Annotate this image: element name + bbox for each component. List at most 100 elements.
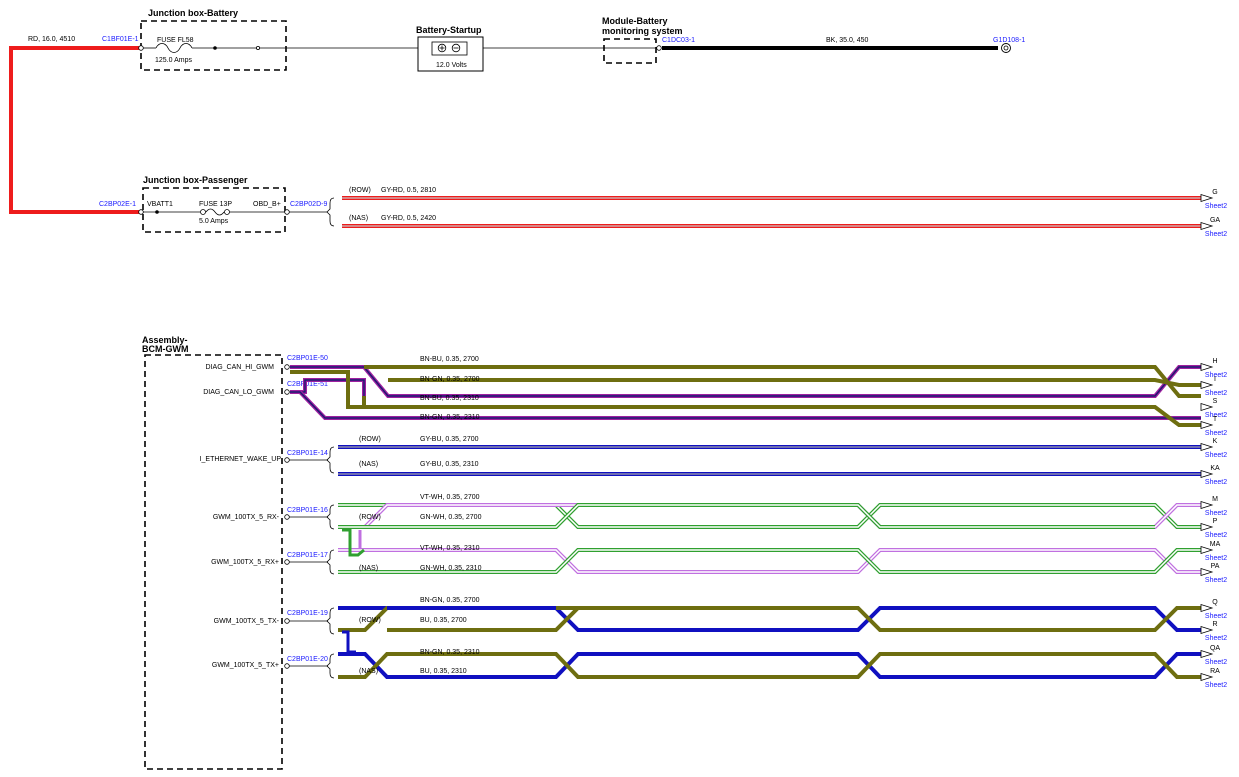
off-page-arrow-icon[interactable]	[1200, 420, 1214, 430]
jb-battery-title: Junction box-Battery	[148, 8, 238, 18]
sheet-ref-id: G	[1212, 189, 1217, 196]
bcm-gwm-title-1: Assembly-	[142, 335, 188, 345]
sheet-ref-id: S	[1213, 398, 1218, 405]
sheet-ref-link[interactable]: Sheet2	[1205, 231, 1227, 238]
off-page-arrow-icon[interactable]	[1200, 545, 1214, 555]
off-page-arrow-icon[interactable]	[1200, 402, 1214, 412]
sheet-ref-id: QA	[1210, 645, 1220, 652]
variant-row-2: (ROW)	[359, 436, 381, 443]
off-page-arrow-icon[interactable]	[1200, 522, 1214, 532]
sheet-ref-link[interactable]: Sheet2	[1205, 452, 1227, 459]
sheet-ref-link[interactable]: Sheet2	[1205, 479, 1227, 486]
variant-nas-4: (NAS)	[359, 668, 378, 675]
off-page-arrow-icon[interactable]	[1200, 672, 1214, 682]
sheet-ref-id: K	[1213, 438, 1218, 445]
sheet-ref-link[interactable]: Sheet2	[1205, 510, 1227, 517]
wire-label-gyrd1: GY-RD, 0.5, 2810	[381, 187, 436, 194]
module-battery-title-1: Module-Battery	[602, 16, 668, 26]
off-page-arrow-icon[interactable]	[1200, 221, 1214, 231]
module-battery-monitoring: Module-Battery monitoring system C1DC03-…	[602, 16, 1025, 64]
wire-label-rd: RD, 16.0, 4510	[28, 36, 75, 43]
battery-terminal-minus-icon	[451, 43, 461, 53]
off-page-arrow-icon[interactable]	[1200, 649, 1214, 659]
off-page-arrow-icon[interactable]	[1200, 193, 1214, 203]
off-page-arrow-icon[interactable]	[1200, 380, 1214, 390]
fuse-fl58-label: FUSE FL58	[157, 37, 194, 44]
connector-pin-ref: C2BP01E-14	[287, 450, 328, 457]
sheet-ref-link[interactable]: Sheet2	[1205, 372, 1227, 379]
connector-c1dc03: C1DC03-1	[662, 37, 695, 44]
connector-pin-ref: C2BP01E-51	[287, 381, 328, 388]
wire-label-bngn3: BN-GN, 0.35, 2700	[420, 597, 480, 604]
wire-label-bnbu1: BN-BU, 0.35, 2700	[420, 356, 479, 363]
off-page-arrow-icon[interactable]	[1200, 362, 1214, 372]
sheet-ref-link[interactable]: Sheet2	[1205, 390, 1227, 397]
ethernet-rx-wires: VT-WH, 0.35, 2700 (ROW) GN-WH, 0.35, 270…	[289, 494, 1201, 575]
sheet-ref-link[interactable]: Sheet2	[1205, 203, 1227, 210]
off-page-arrow-icon[interactable]	[1200, 567, 1214, 577]
connector-pin-ref: C2BP01E-16	[287, 507, 328, 514]
variant-row-4: (ROW)	[359, 617, 381, 624]
wire-label-bngn4: BN-GN, 0.35, 2310	[420, 649, 480, 656]
pin-label: GWM_100TX_5_TX-	[214, 618, 280, 625]
connector-c2bp02e: C2BP02E-1	[99, 201, 136, 208]
sheet-ref-id: KA	[1210, 465, 1220, 472]
sheet-ref-link[interactable]: Sheet2	[1205, 412, 1227, 419]
assembly-bcm-gwm: Assembly- BCM-GWM DIAG_CAN_HI_GWM DIAG_C…	[142, 335, 328, 770]
pin-label: GWM_100TX_5_RX-	[213, 514, 280, 521]
can-wires: BN-BU, 0.35, 2700 BN-GN, 0.35, 2700 BN-B…	[290, 356, 1201, 427]
connector-pin-ref: C2BP01E-17	[287, 552, 328, 559]
fuse-icon	[155, 43, 193, 53]
wire-label-bk: BK, 35.0, 450	[826, 37, 869, 44]
wire-gy-rd-row: (ROW) GY-RD, 0.5, 2810	[342, 187, 1201, 200]
sheet-ref-link[interactable]: Sheet2	[1205, 659, 1227, 666]
pin-label: I_ETHERNET_WAKE_UP	[200, 456, 282, 463]
wire-label-gnwh2: GN-WH, 0.35, 2310	[420, 565, 482, 572]
module-battery-title-2: monitoring system	[602, 26, 683, 36]
sheet-ref-id: T	[1213, 416, 1218, 423]
fuse-fl58-rating: 125.0 Amps	[155, 57, 192, 64]
connector-pin	[138, 45, 144, 51]
jb-passenger-title: Junction box-Passenger	[143, 175, 248, 185]
junction-box-passenger: Junction box-Passenger C2BP02E-1 VBATT1 …	[99, 175, 335, 233]
sheet-ref-id: R	[1212, 621, 1217, 628]
wire-label-bu1: BU, 0.35, 2700	[420, 617, 467, 624]
pin-obd-b: OBD_B+	[253, 201, 281, 208]
fuse-13p-icon	[200, 209, 206, 215]
junction-box-battery: Junction box-Battery C1BF01E-1 FUSE FL58…	[102, 8, 660, 71]
sheet-ref-link[interactable]: Sheet2	[1205, 613, 1227, 620]
battery-startup: Battery-Startup 12.0 Volts	[416, 25, 484, 72]
sheet-ref-link[interactable]: Sheet2	[1205, 635, 1227, 642]
off-page-arrow-icon[interactable]	[1200, 469, 1214, 479]
wire-label-gyrd2: GY-RD, 0.5, 2420	[381, 215, 436, 222]
sheet-ref-id: PA	[1211, 563, 1220, 570]
sheet-ref-link[interactable]: Sheet2	[1205, 555, 1227, 562]
wire-label-bu2: BU, 0.35, 2310	[420, 668, 467, 675]
variant-row-3: (ROW)	[359, 514, 381, 521]
sheet-ref-link[interactable]: Sheet2	[1205, 532, 1227, 539]
off-page-arrow-icon[interactable]	[1200, 625, 1214, 635]
wire-label-bngn2: BN-GN, 0.35, 2310	[420, 414, 480, 421]
connector-pin-ref: C2BP01E-20	[287, 656, 328, 663]
sheet-ref-link[interactable]: Sheet2	[1205, 682, 1227, 689]
wire-label-bngn1: BN-GN, 0.35, 2700	[420, 376, 480, 383]
off-page-arrow-icon[interactable]	[1200, 500, 1214, 510]
bcm-gwm-title-2: BCM-GWM	[142, 344, 189, 354]
connector-g1d108: G1D108-1	[993, 37, 1025, 44]
pin-label: DIAG_CAN_LO_GWM	[203, 389, 274, 396]
sheet-ref-id: GA	[1210, 217, 1220, 224]
sheet-ref-link[interactable]: Sheet2	[1205, 430, 1227, 437]
sheet-ref-link[interactable]: Sheet2	[1205, 577, 1227, 584]
sheet-ref-id: MA	[1210, 541, 1221, 548]
splice-dot	[213, 46, 217, 50]
pin-vbatt1: VBATT1	[147, 201, 173, 208]
off-page-arrow-icon[interactable]	[1200, 603, 1214, 613]
battery-voltage: 12.0 Volts	[436, 62, 467, 69]
off-page-arrow-icon[interactable]	[1200, 442, 1214, 452]
battery-terminal-plus-icon	[437, 43, 447, 53]
variant-nas-1: (NAS)	[349, 215, 368, 222]
wire-label-vtwh1: VT-WH, 0.35, 2700	[420, 494, 480, 501]
sheet-ref-id: M	[1212, 496, 1218, 503]
wire-label-gybu2: GY-BU, 0.35, 2310	[420, 461, 479, 468]
